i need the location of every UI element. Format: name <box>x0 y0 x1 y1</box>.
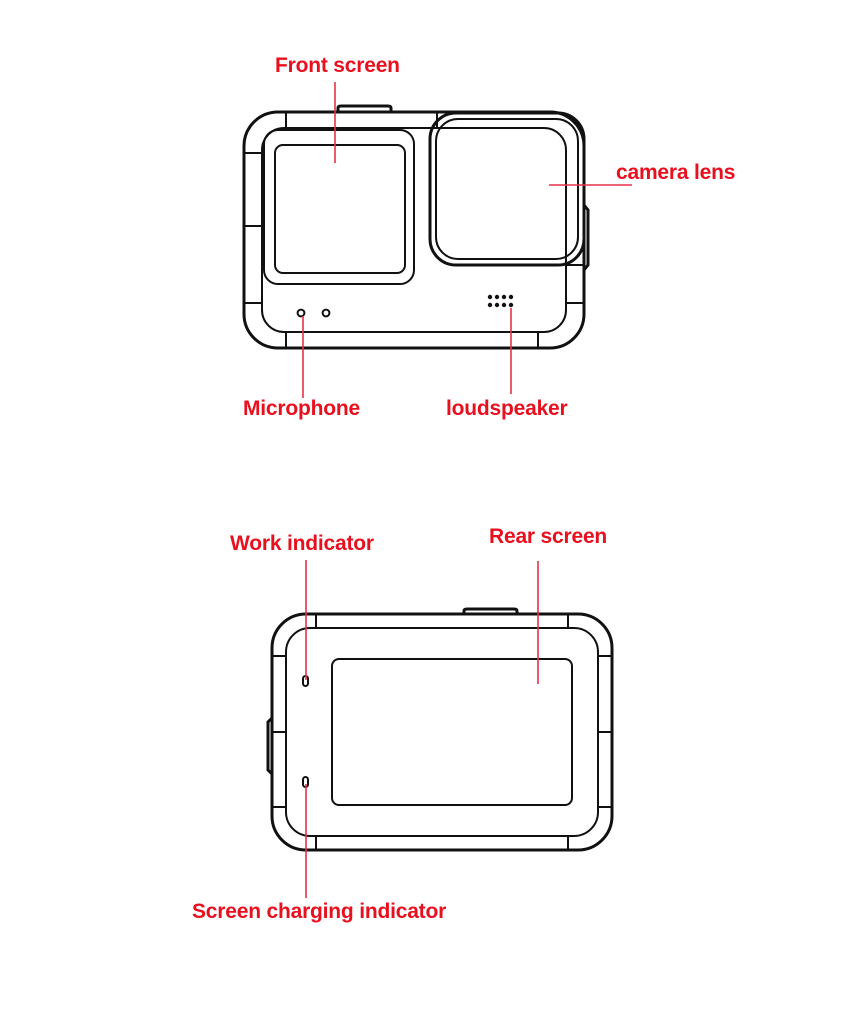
label-front-screen: Front screen <box>275 54 400 77</box>
camera-lens-outer <box>428 111 586 267</box>
rear-screen <box>331 658 573 806</box>
label-microphone: Microphone <box>243 397 360 420</box>
microphone-hole-1 <box>296 308 306 318</box>
rear-outer-body <box>270 612 614 852</box>
rear-view-camera <box>266 607 614 852</box>
label-camera-lens: camera lens <box>616 161 736 184</box>
microphone-hole-2 <box>321 308 331 318</box>
label-rear-screen: Rear screen <box>489 525 608 548</box>
rear-side-button <box>266 716 274 776</box>
label-work-indicator: Work indicator <box>230 532 374 555</box>
rear-top-button <box>462 607 519 614</box>
front-inner-body <box>261 127 567 333</box>
front-screen <box>274 144 406 274</box>
label-loudspeaker: loudspeaker <box>446 397 568 420</box>
side-button <box>582 204 590 271</box>
top-shutter-button <box>336 104 393 112</box>
front-screen-frame <box>263 129 415 285</box>
camera-lens <box>435 118 579 260</box>
front-view-camera <box>242 104 590 350</box>
label-screen-charging-indicator: Screen charging indicator <box>192 900 447 923</box>
loudspeaker-grille <box>487 294 514 308</box>
